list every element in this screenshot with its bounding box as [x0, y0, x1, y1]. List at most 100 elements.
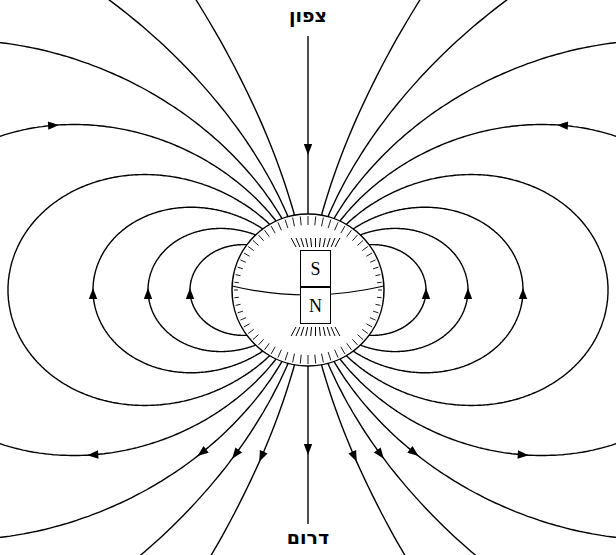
field-line: [328, 0, 616, 555]
rim-tick: [322, 354, 324, 363]
rim-tick: [322, 218, 324, 227]
rim-tick: [347, 230, 352, 237]
arrow-head: [232, 447, 242, 458]
field-line: [0, 40, 282, 540]
arrow-head: [87, 450, 98, 458]
arrow-head: [422, 288, 430, 299]
magnet-hatch: [315, 238, 316, 247]
arrow-head: [519, 288, 527, 299]
rim-tick: [258, 339, 263, 345]
rim-tick: [373, 267, 378, 269]
rim-tick: [358, 335, 363, 340]
rim-tick: [240, 318, 246, 320]
arrow-head: [186, 288, 194, 299]
field-line: [360, 228, 468, 351]
rim-tick: [352, 339, 357, 345]
magnet-hatch: [335, 238, 340, 247]
arrow-head: [374, 447, 384, 458]
magnet-hatch: [319, 327, 321, 336]
rim-tick: [258, 235, 263, 241]
rim-tick: [314, 216, 316, 225]
rim-tick: [236, 275, 241, 276]
arrow-head: [89, 288, 97, 299]
rim-tick: [370, 260, 376, 262]
field-line: [307, 36, 308, 214]
arrow-head: [48, 121, 59, 129]
rim-tick: [248, 329, 254, 333]
rim-tick: [378, 290, 382, 291]
rim-tick: [238, 267, 243, 269]
field-line: [346, 175, 608, 406]
magnet-pole-box: S: [300, 250, 331, 287]
rim-tick: [366, 324, 372, 327]
field-line: [340, 125, 616, 456]
magnet-hatch: [323, 238, 325, 247]
rim-tick: [308, 355, 309, 364]
rim-tick: [347, 343, 352, 350]
field-line: [0, 0, 295, 555]
direction-label: דרום: [284, 526, 332, 549]
rim-tick: [293, 354, 295, 363]
rim-tick: [375, 304, 380, 305]
rim-tick: [293, 218, 295, 227]
field-line: [353, 207, 523, 373]
globe: [232, 214, 384, 366]
magnet-hatch: [296, 327, 300, 336]
magnet-hatch: [327, 238, 330, 247]
rim-tick: [352, 235, 357, 241]
rim-tick: [341, 226, 345, 233]
magnet-hatch: [331, 238, 335, 247]
rim-tick: [358, 240, 363, 245]
arrow-heads: [48, 121, 568, 461]
magnet-hatch: [319, 238, 321, 247]
rim-tick: [366, 253, 372, 256]
rim-tick: [362, 329, 368, 333]
field-line: [0, 125, 276, 456]
magnet-hatch: [291, 327, 296, 336]
rim-tick: [362, 247, 368, 251]
direction-label: צפון: [286, 4, 330, 27]
rim-tick: [373, 311, 378, 313]
arrow-head: [144, 288, 152, 299]
field-line: [322, 0, 616, 555]
earth-outline: [232, 214, 384, 366]
rim-tick: [328, 352, 331, 360]
rim-tick: [265, 230, 270, 237]
rim-tick: [278, 222, 281, 230]
rim-tick: [300, 216, 302, 225]
arrow-head: [197, 446, 208, 456]
arrow-head: [557, 121, 568, 129]
rim-tick: [285, 352, 288, 360]
magnet-hatch: [306, 327, 308, 336]
rim-tick: [335, 350, 338, 358]
arrow-head: [348, 450, 356, 462]
magnet-hatch: [310, 238, 312, 247]
rim-tick: [300, 355, 302, 364]
magnet-hatch: [315, 327, 316, 336]
arrow-head: [464, 288, 472, 299]
rim-tick: [271, 226, 275, 233]
field-line: [334, 40, 616, 540]
rim-tick: [265, 343, 270, 350]
rim-tick: [285, 220, 288, 228]
rim-tick: [370, 318, 376, 320]
rim-tick: [253, 240, 258, 245]
rim-tick: [244, 324, 250, 327]
pole-letter: S: [310, 260, 320, 278]
rim-tick: [234, 297, 238, 298]
rim-tick: [248, 247, 254, 251]
field-line: [0, 0, 288, 555]
rim-tick: [236, 304, 241, 305]
rim-tick: [377, 282, 381, 283]
arrow-head: [518, 450, 529, 458]
pole-letter: N: [309, 297, 322, 315]
field-line: [93, 207, 263, 373]
rim-tick: [244, 253, 250, 256]
rim-tick: [238, 311, 243, 313]
rim-tick: [335, 222, 338, 230]
rim-tick: [308, 216, 309, 225]
magnet-pole-box: N: [300, 287, 331, 324]
arrow-head: [259, 450, 267, 462]
magnet-hatch: [331, 327, 335, 336]
